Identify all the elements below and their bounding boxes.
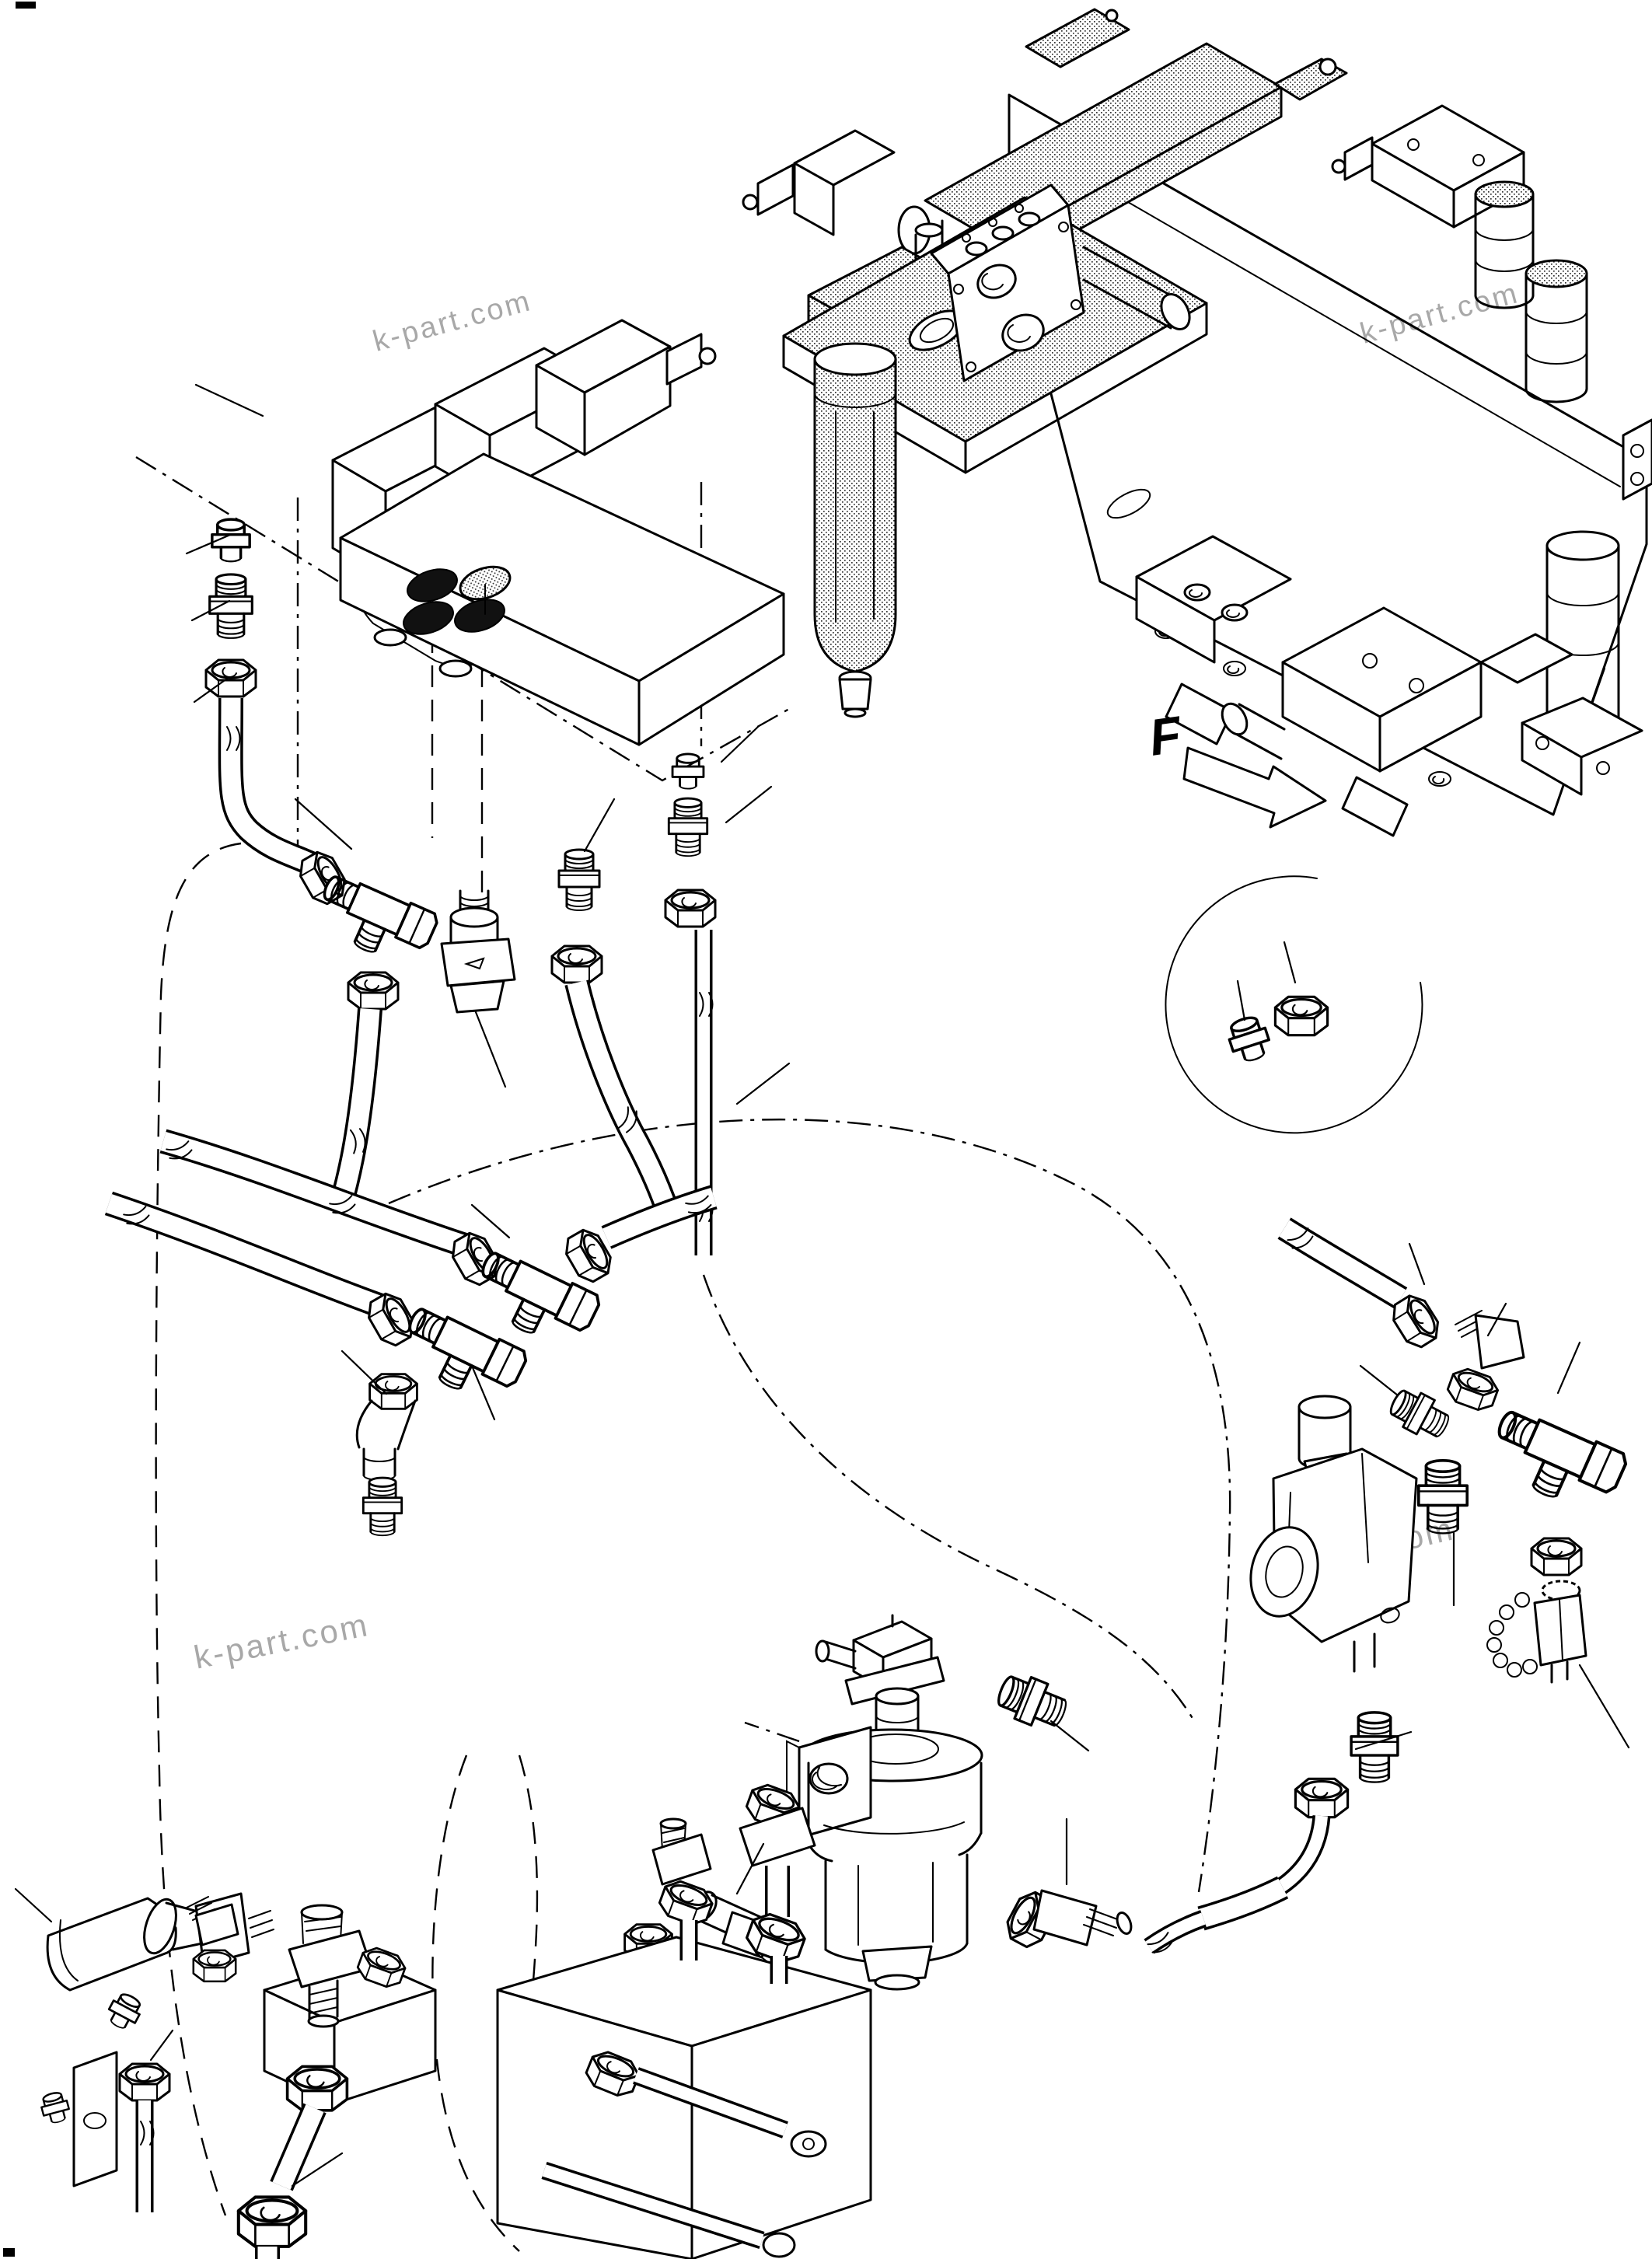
- elbow-fitting: [355, 1373, 418, 1481]
- relief-valve: [1249, 1395, 1418, 1673]
- plate-foot-tab: [1165, 683, 1234, 745]
- tee-with-stem: [288, 1904, 410, 2028]
- detail-plug: [1223, 1012, 1275, 1067]
- right-elbow-unit: [1000, 1886, 1133, 1953]
- right-fittings-group: [1144, 1217, 1629, 1957]
- straight-nipple: [991, 1667, 1074, 1737]
- watermark-top-left: k-part.com: [369, 285, 535, 358]
- straight-nipple: [208, 573, 253, 640]
- small-port-manifold: [1135, 535, 1292, 664]
- accumulator-cylinders: [1474, 180, 1588, 403]
- page-corner-mark-top: [16, 2, 36, 9]
- leader-lines: [14, 383, 1630, 2187]
- bottom-plate-valve: [1221, 606, 1573, 773]
- view-direction: F: [1146, 705, 1327, 829]
- center-manifold-block: [496, 1936, 872, 2259]
- pipe-with-nuts: [37, 2051, 349, 2259]
- straight-nipple: [557, 848, 601, 912]
- tee-fitting: [307, 868, 442, 974]
- union-nut: [550, 944, 603, 984]
- bottom-left-manifold-group: [37, 1779, 1133, 2259]
- detail-circle-outline: [1165, 875, 1423, 1134]
- port-plug-black: [407, 568, 458, 602]
- tee-check-valve-group: [307, 848, 681, 1219]
- port-plug-black: [403, 601, 454, 635]
- main-valve-assembly-overview: [742, 8, 1652, 837]
- union-nut: [347, 971, 400, 1011]
- filter-bowl: [813, 358, 897, 673]
- left-fitting-stack: [204, 518, 352, 910]
- port-manifold: [339, 452, 785, 746]
- detail-circle: [1165, 875, 1423, 1134]
- plate-foot-tab: [1341, 776, 1409, 837]
- test-coupling-with-cap-chain: [1486, 1537, 1587, 1684]
- straight-nipple: [1350, 1711, 1399, 1784]
- floating-elbow: [186, 1896, 239, 1983]
- threaded-plug: [671, 752, 705, 791]
- view-direction-arrow: [1182, 746, 1327, 829]
- right-relief-filter-unit: [1521, 418, 1652, 796]
- port-plug-black: [454, 599, 505, 633]
- union-nut: [204, 658, 257, 698]
- filter-bracket: [786, 1726, 872, 1839]
- filter-canister: [807, 1761, 983, 1991]
- watermark-top-right: k-part.com: [1357, 277, 1522, 351]
- elbow-fitting: [1443, 1310, 1525, 1416]
- right-solenoid-valve: [1331, 104, 1525, 229]
- watermark-mid-left: k-part.com: [191, 1606, 372, 1676]
- straight-nipple: [667, 797, 709, 857]
- detail-nut: [1273, 995, 1329, 1037]
- compression-fitting: [361, 1476, 403, 1537]
- elbow-hose: [1144, 1777, 1350, 1957]
- check-valve: [440, 889, 516, 1014]
- union-nut: [664, 889, 717, 928]
- cartridge-valve: [46, 1892, 274, 2034]
- tee-fitting: [1482, 1403, 1629, 1519]
- page-corner-mark-bottom: [3, 2248, 15, 2257]
- port-open-hatched: [459, 565, 512, 601]
- center-valve-block: [930, 183, 1191, 382]
- hose-tee-elbow-group: [104, 1129, 718, 1537]
- steel-pipe-group: [664, 752, 717, 1255]
